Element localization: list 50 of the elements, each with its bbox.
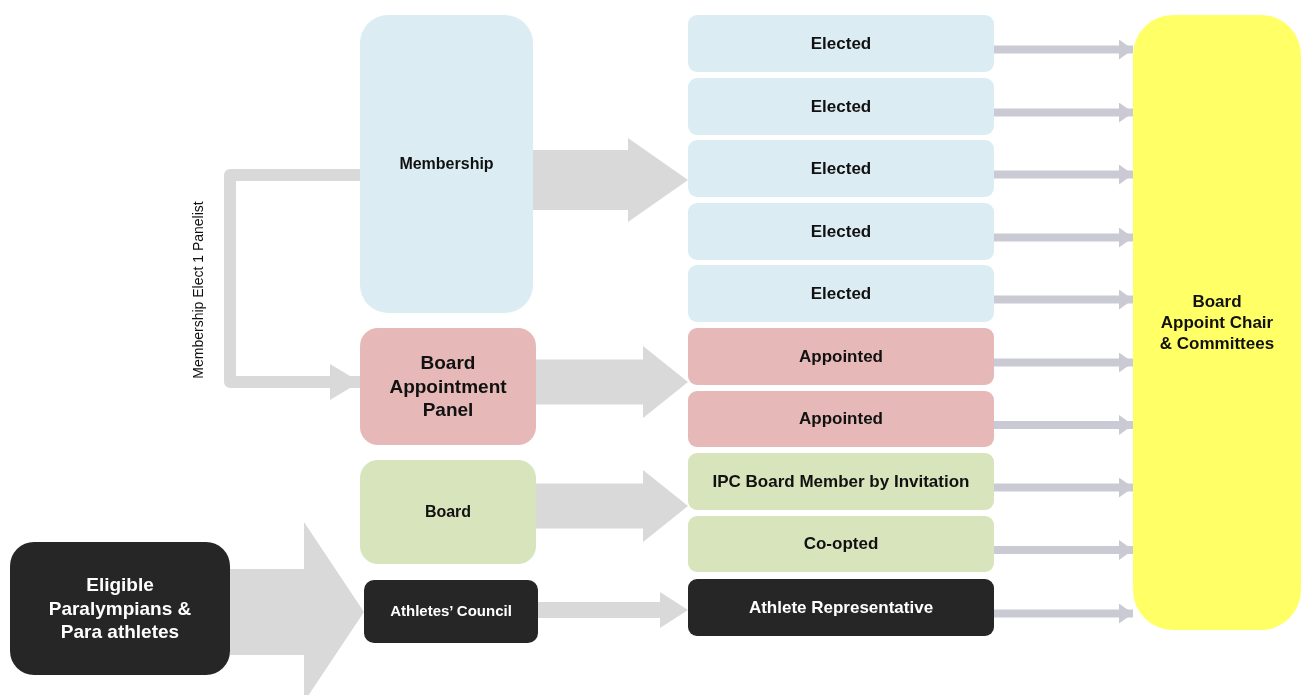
edge-label: Membership Elect 1 Panelist bbox=[190, 200, 206, 381]
box-label: Athletes’ Council bbox=[390, 602, 512, 621]
box-label: Elected bbox=[810, 95, 872, 118]
box-label: Elected bbox=[810, 220, 872, 243]
box-label: Co-opted bbox=[803, 533, 879, 555]
process-box bbox=[360, 460, 536, 564]
arrow bbox=[994, 540, 1133, 560]
process-box bbox=[688, 391, 994, 447]
block-arrow bbox=[538, 592, 688, 628]
box-label: Elected bbox=[810, 157, 872, 180]
box-label: Appoint Chair & Committees bbox=[1158, 311, 1276, 355]
process-box bbox=[10, 542, 230, 675]
arrow bbox=[994, 289, 1133, 310]
process-box bbox=[688, 78, 994, 135]
block-arrow bbox=[533, 138, 688, 222]
box-label: Elected bbox=[810, 32, 872, 55]
box-label: Appointed bbox=[798, 408, 883, 430]
block-arrow bbox=[536, 346, 688, 418]
arrow bbox=[994, 102, 1133, 123]
arrow bbox=[994, 477, 1133, 498]
block-arrow bbox=[230, 522, 364, 695]
arrow bbox=[994, 603, 1133, 624]
process-box bbox=[688, 328, 994, 385]
process-box bbox=[688, 579, 994, 636]
box-label: Elected bbox=[810, 282, 872, 305]
box-label: Membership bbox=[399, 154, 494, 174]
process-box bbox=[360, 328, 536, 445]
arrow bbox=[994, 352, 1133, 373]
arrow bbox=[994, 227, 1133, 248]
process-box bbox=[688, 140, 994, 197]
process-box bbox=[688, 15, 994, 72]
process-box bbox=[364, 580, 538, 643]
box-label: IPC Board Member by Invitation bbox=[712, 470, 970, 493]
box-label: Eligible Paralympians & Para athletes bbox=[47, 572, 193, 645]
box-label: Athlete Representative bbox=[748, 596, 934, 619]
process-box bbox=[688, 203, 994, 260]
box-label: Board bbox=[424, 502, 472, 522]
process-box bbox=[688, 265, 994, 322]
box-label: Board Appointment Panel bbox=[388, 350, 508, 423]
arrow bbox=[224, 169, 360, 400]
arrow bbox=[994, 39, 1133, 60]
arrow bbox=[994, 415, 1133, 435]
process-box bbox=[688, 453, 994, 510]
block-arrow bbox=[536, 470, 688, 542]
process-box bbox=[1133, 15, 1301, 630]
arrow bbox=[994, 164, 1133, 185]
process-box bbox=[360, 15, 533, 313]
box-label: Appointed bbox=[798, 345, 883, 368]
box-title: Board bbox=[1192, 290, 1242, 312]
process-box bbox=[688, 516, 994, 572]
